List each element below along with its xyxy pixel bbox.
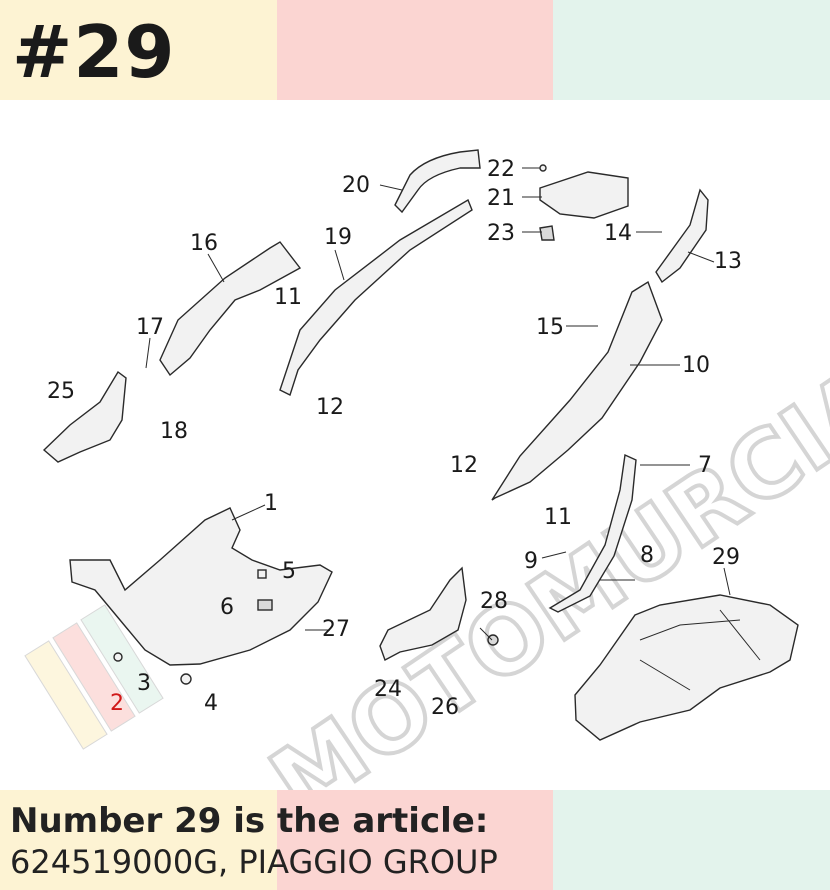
article-number: 624519000G, PIAGGIO GROUP: [10, 843, 498, 881]
callout-2: 2: [110, 691, 124, 716]
part-5-clip: [257, 569, 267, 579]
part-20-shape: [394, 149, 481, 214]
part-6-clip: [257, 599, 273, 611]
part-1-shape: [69, 507, 333, 666]
callout-17: 17: [136, 315, 164, 340]
part-25-shape: [42, 370, 127, 463]
footer-band-green: [553, 790, 830, 890]
callout-6: 6: [220, 595, 234, 620]
part-16-shape: [159, 241, 302, 377]
part-28-grommet: [487, 634, 499, 646]
callout-25: 25: [47, 379, 75, 404]
callout-19: 19: [324, 225, 352, 250]
part-7-shape: [548, 453, 637, 613]
part-29-shape: [574, 594, 799, 741]
footer-band: [0, 790, 830, 890]
leader-lines: [145, 167, 731, 641]
callout-12-lower: 12: [450, 453, 478, 478]
callout-14: 14: [604, 221, 632, 246]
callout-21: 21: [487, 186, 515, 211]
callout-28: 28: [480, 589, 508, 614]
header-band-green: [553, 0, 830, 100]
callout-15: 15: [536, 315, 564, 340]
part-4-nut: [180, 673, 192, 685]
header-band-pink: [276, 0, 554, 100]
part-23-shape: [539, 225, 555, 241]
callout-11-lower: 11: [544, 505, 572, 530]
callout-16: 16: [190, 231, 218, 256]
part-24-shape: [379, 566, 467, 661]
callout-9: 9: [524, 549, 538, 574]
article-caption: Number 29 is the article:: [10, 801, 489, 841]
footer-band-yellow: [0, 790, 277, 890]
header-band: [0, 0, 830, 100]
callout-18: 18: [160, 419, 188, 444]
callout-4: 4: [204, 691, 218, 716]
part-10-shape: [491, 280, 663, 501]
exploded-parts-diagram: MOTOMURCIA: [24, 149, 830, 790]
callout-3: 3: [137, 671, 151, 696]
callout-24: 24: [374, 677, 402, 702]
callout-13: 13: [714, 249, 742, 274]
footer-band-pink: [276, 790, 554, 890]
header-band-yellow: [0, 0, 277, 100]
callout-7: 7: [698, 453, 712, 478]
callout-23: 23: [487, 221, 515, 246]
callout-22: 22: [487, 157, 515, 182]
callout-20: 20: [342, 173, 370, 198]
part-22-screw: [539, 164, 547, 172]
part-29-detail: [639, 609, 761, 691]
callout-1: 1: [264, 491, 278, 516]
callout-12-upper: 12: [316, 395, 344, 420]
callout-11-upper: 11: [274, 285, 302, 310]
callout-26: 26: [431, 695, 459, 720]
part-21-shape: [539, 171, 629, 219]
part-19-shape: [279, 198, 473, 396]
callout-29: 29: [712, 545, 740, 570]
part-3-washer: [113, 652, 123, 662]
callout-10: 10: [682, 353, 710, 378]
page-title: #29: [12, 10, 176, 94]
callout-5: 5: [282, 559, 296, 584]
part-13-shape: [655, 188, 709, 284]
callout-8: 8: [640, 543, 654, 568]
callout-27: 27: [322, 617, 350, 642]
